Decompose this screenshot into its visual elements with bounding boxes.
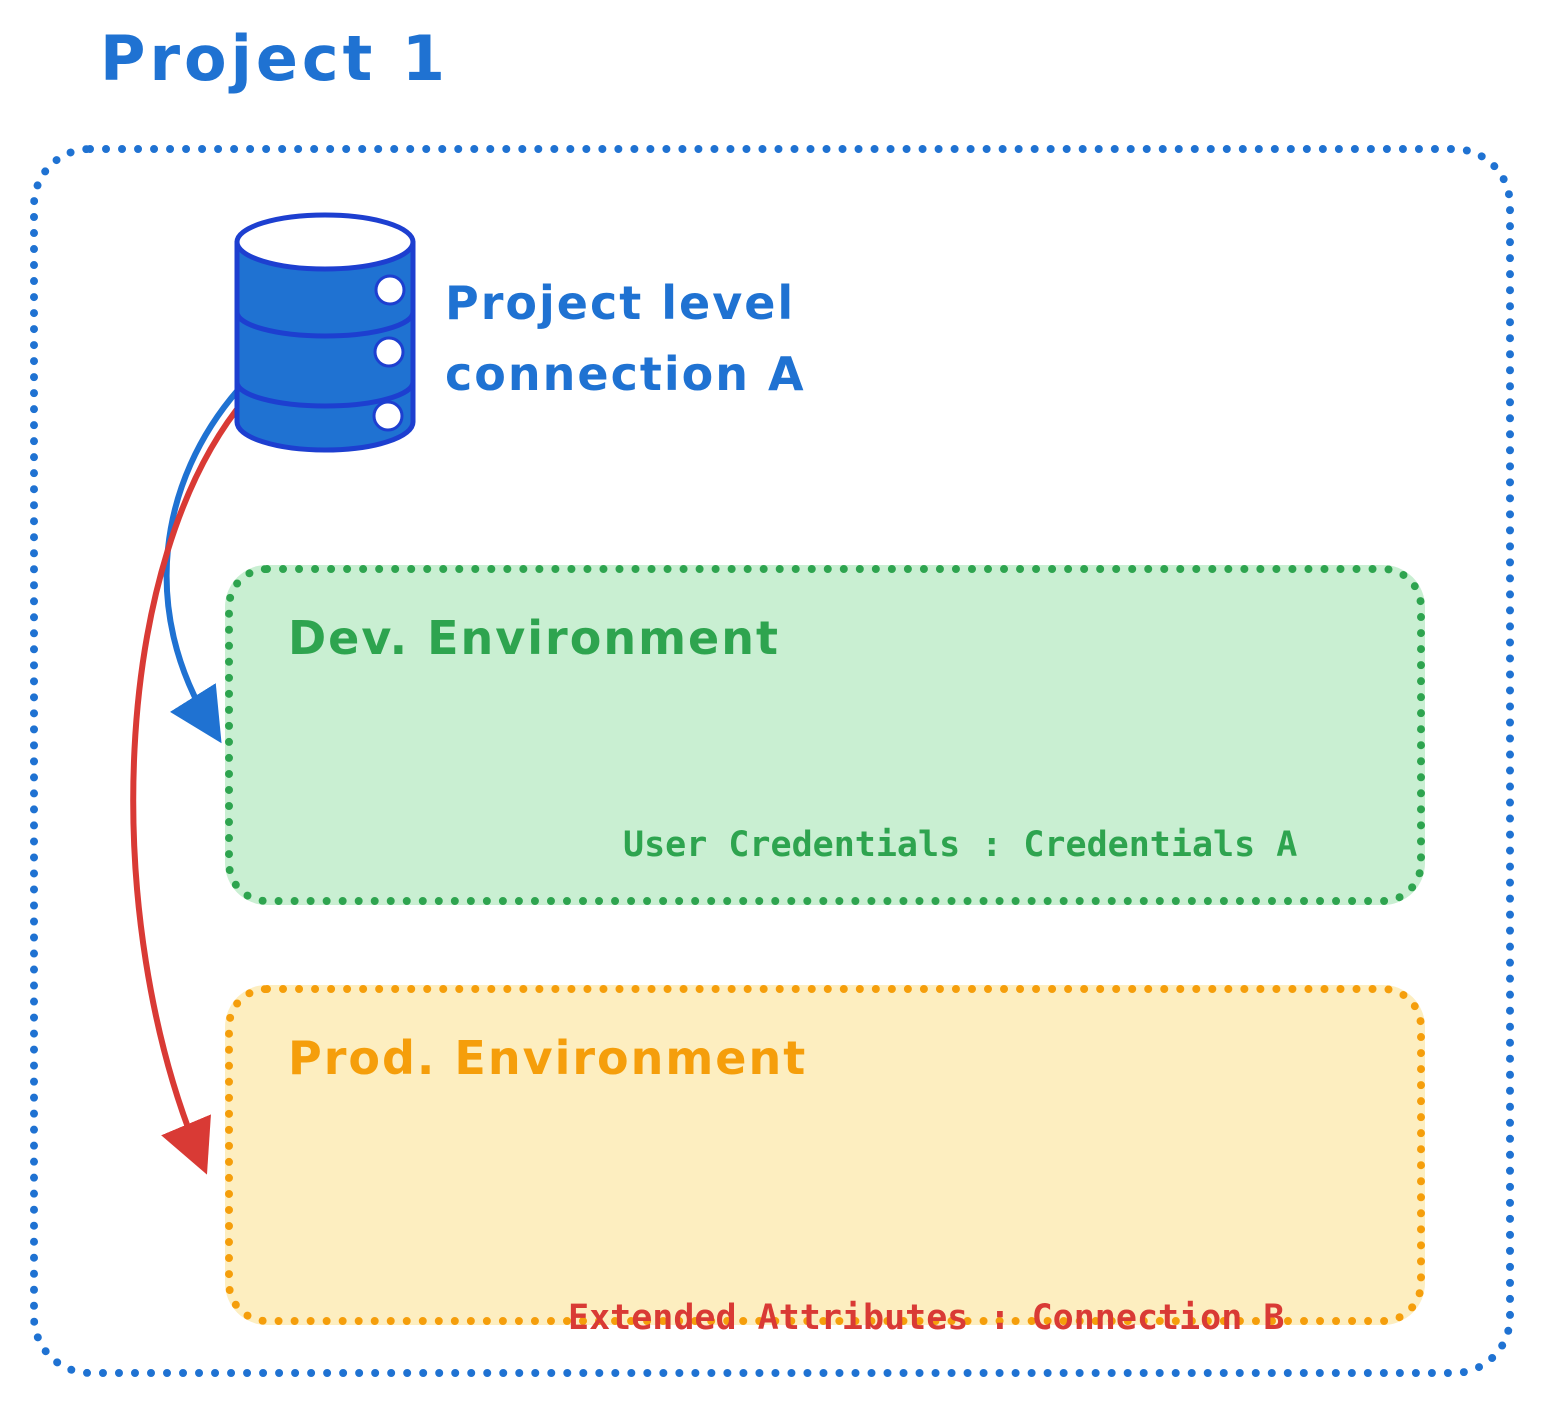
project-container-box — [30, 145, 1514, 1377]
prod-attributes-text: Extended Attributes : Connection B Ext.A… — [568, 1191, 1306, 1415]
database-label-line1: Project level — [445, 276, 796, 330]
prod-environment-label: Prod. Environment — [288, 1031, 808, 1085]
database-label-line2: connection A — [445, 347, 806, 402]
diagram-title: Project 1 — [100, 22, 450, 95]
database-label: Project level connection A — [445, 268, 806, 411]
prod-attr-line-1: Extended Attributes : Connection B — [568, 1297, 1285, 1338]
prod-environment-box: Prod. Environment Extended Attributes : … — [225, 985, 1425, 1338]
dev-credentials-text: User Credentials : Credentials A — [623, 825, 1298, 865]
dev-environment-label: Dev. Environment — [288, 611, 780, 665]
dev-environment-box: Dev. Environment User Credentials : Cred… — [225, 565, 1425, 905]
